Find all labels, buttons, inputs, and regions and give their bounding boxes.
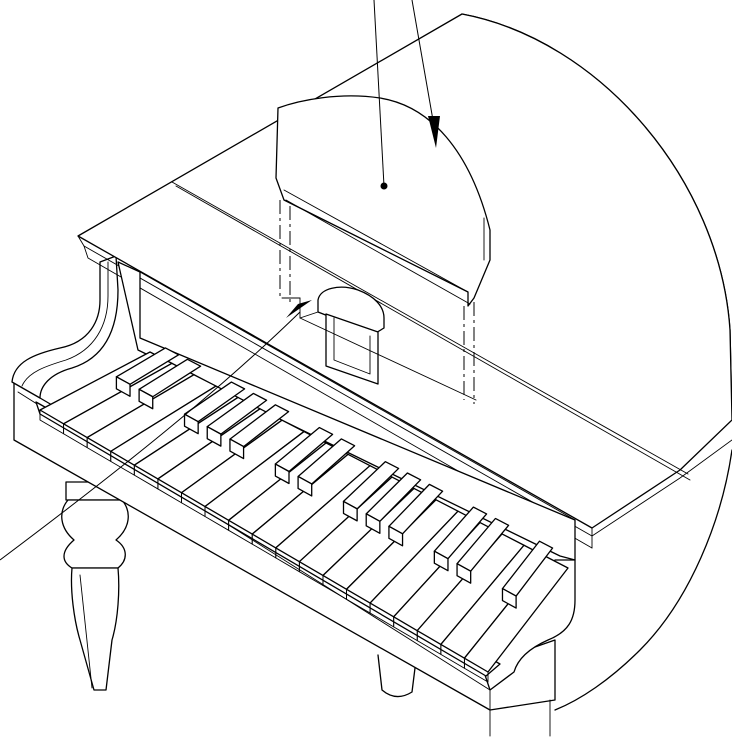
black-key-front	[229, 438, 245, 460]
black-key-front	[456, 563, 472, 584]
lid	[77, 13, 732, 529]
white-key-front	[463, 657, 489, 683]
black-keys	[115, 347, 554, 609]
black-key-front	[183, 413, 199, 435]
black-key-front	[388, 525, 404, 547]
left-cheek	[11, 255, 119, 399]
black-key-front	[274, 463, 290, 485]
black-key-front	[433, 550, 449, 572]
leader-lines	[0, 0, 440, 561]
front-leg	[61, 481, 129, 691]
black-key-front	[115, 376, 131, 397]
music-stand	[275, 95, 491, 404]
back-leg	[377, 654, 417, 698]
stand-mounting-block	[281, 286, 477, 401]
right-cheek	[479, 559, 576, 691]
black-key-front	[342, 500, 358, 522]
arrowhead	[286, 300, 312, 318]
black-key-front	[206, 426, 222, 447]
reference-dot	[380, 182, 388, 190]
arrowhead	[428, 116, 440, 148]
tail-curve-outline	[554, 449, 732, 711]
black-key-front	[297, 475, 313, 497]
black-key-front	[501, 587, 517, 609]
black-key-front	[138, 388, 154, 410]
black-key-front	[365, 513, 381, 534]
